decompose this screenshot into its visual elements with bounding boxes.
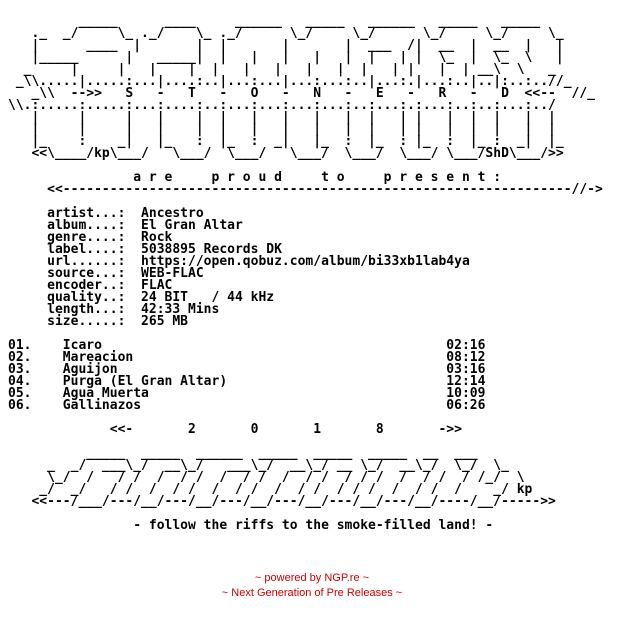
nfo-line: 05. Agua Muerta 10:09 — [8, 386, 486, 401]
nfo-line: source...: WEB-FLAC — [8, 266, 204, 281]
nfo-line: url......: https://open.qobuz.com/album/… — [8, 254, 470, 269]
nfo-line: <<\____/kp\___/ \___/ \___/ \___/ \___/ … — [8, 146, 564, 161]
nfo-text: _____ ____ ______ _____ ______ _____ ___… — [8, 14, 603, 533]
nfo-line: size.....: 265 MB — [8, 314, 189, 329]
nfo-line: _ | | | | | | | | | | | | | | __\ \ _ — [8, 62, 556, 77]
nfo-line: _\\.....|.....:...|....:..|...:...|...:.… — [8, 74, 572, 89]
nfo-line: encoder..: FLAC — [8, 278, 173, 293]
nfo-line: length...: 42:33 Mins — [8, 302, 220, 317]
nfo-line: | ____ | | | | | ___ /| __ | __ | | — [8, 38, 564, 53]
nfo-line: label....: 5038895 Records DK — [8, 242, 282, 257]
nfo-line: _/ _/ / / / / / / / / / / / / / / / / / … — [8, 482, 533, 497]
nfo-line: _\\ -->> S - T - O - N - E - R - D <<-- … — [8, 86, 595, 101]
nfo-line: <<- 2 0 1 8 ->> — [8, 422, 462, 437]
nfo-line: genre....: Rock — [8, 230, 173, 245]
nfo-line: ._ _/ \_ ._/ \_ ._/ \_/ \_/ \_/ \_/ \_ — [8, 26, 564, 41]
nfo-line: 01. Icaro 02:16 — [8, 338, 486, 353]
nfo-line: | | | | | | | | | | | | | | | | | | — [8, 110, 556, 125]
nfo-line: _____ _____ ______ _____ _____ _____ __ … — [8, 446, 478, 461]
nfo-line: |_ : _| |_ : |_ : _| |_ : |_ : |_ : |_ :… — [8, 134, 564, 149]
nfo-line: 02. Mareacion 08:12 — [8, 350, 486, 365]
nfo-line: _ _/ ___\_/ __\_/ ___\_/ __\_/ __ \_/ __… — [8, 458, 509, 473]
nfo-line: <<--------------------------------------… — [8, 182, 603, 197]
nfo-line: <<---/___/---/__/---/__/---/__/---/__/--… — [8, 494, 556, 509]
footer-tagline: ~ Next Generation of Pre Releases ~ — [221, 587, 403, 599]
nfo-line: quality..: 24 BIT / 44 kHz — [8, 290, 275, 305]
nfo-line: |_____ | _____| | | | | | | | | \_ | \_ … — [8, 50, 564, 65]
nfo-line: \_/ / / / / / / / / / / / / / / / / / / … — [8, 470, 525, 485]
nfo-line: album....: El Gran Altar — [8, 218, 243, 233]
footer-powered-by: ~ powered by NGP.re ~ — [254, 572, 370, 584]
nfo-line: \\.:.....:.....:...:....:..:...:...:...:… — [8, 98, 556, 113]
nfo-line: _____ ____ ______ _____ ______ _____ ___… — [8, 14, 541, 29]
nfo-line: 06. Gallinazos 06:26 — [8, 398, 486, 413]
nfo-line: | | | | | | | | | | | | | | | | | | — [8, 122, 556, 137]
nfo-line: 04. Purga (El Gran Altar) 12:14 — [8, 374, 486, 389]
nfo-line: - follow the riffs to the smoke-filled l… — [8, 518, 494, 533]
nfo-line: 03. Aguijon 03:16 — [8, 362, 486, 377]
nfo-line: artist...: Ancestro — [8, 206, 204, 221]
nfo-line: a r e p r o u d t o p r e s e n t : — [8, 170, 502, 185]
